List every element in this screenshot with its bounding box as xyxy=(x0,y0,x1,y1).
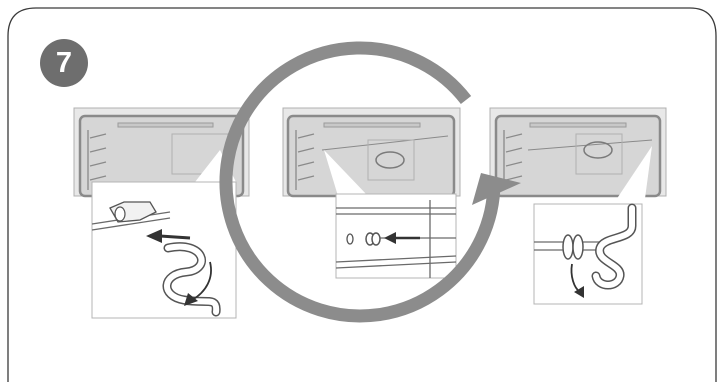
oven-illustration-1 xyxy=(74,108,249,318)
step-number-badge: 7 xyxy=(40,39,88,87)
oven-illustration-3 xyxy=(490,108,666,304)
oven-illustration-2 xyxy=(283,108,460,278)
